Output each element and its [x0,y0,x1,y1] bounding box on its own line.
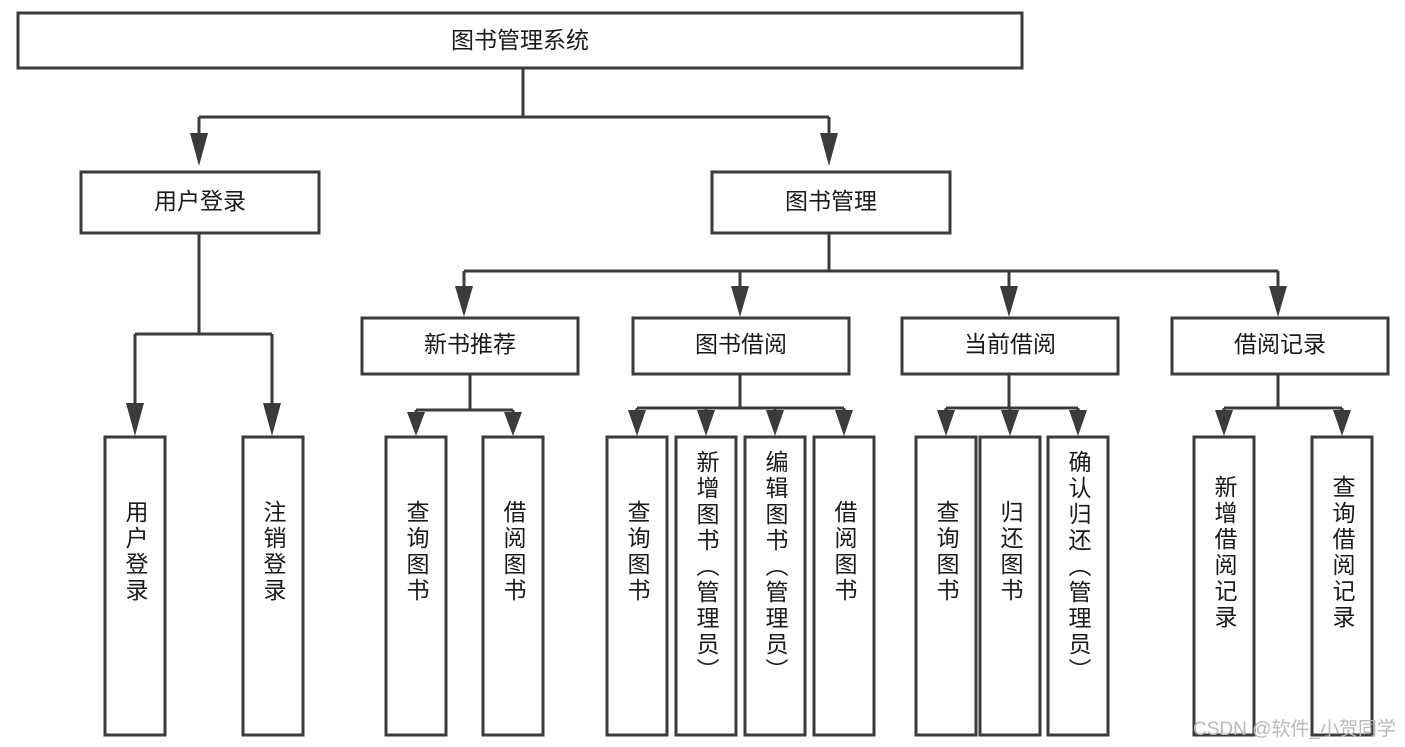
leaf-node-new-book-recommend-1[interactable]: 借阅图书 [481,435,545,737]
leaf-label-br-1: 查询借阅记录 [1329,475,1356,631]
leaf-box-cb-1[interactable] [978,435,1042,737]
leaf-label-nbr-1: 借阅图书 [500,500,527,604]
arrow-head-leaf-br-1 [1333,410,1351,436]
arrow-head-user-login [190,133,208,166]
arrow-head-leaf-bb-2 [766,410,784,436]
leaf-box-user-login-0[interactable] [103,435,167,737]
leaf-box-cb-2[interactable] [1046,435,1110,737]
arrow-head-leaf-cb-2 [1069,410,1087,436]
node-current-borrow-label: 当前借阅 [964,331,1056,357]
leaf-node-book-borrow-0[interactable]: 查询图书 [605,435,669,737]
arrow-head-new-book-recommend [455,286,473,317]
node-current-borrow[interactable]: 当前借阅 [900,316,1120,376]
node-new-book-recommend-label: 新书推荐 [424,331,516,357]
leaf-label-cb-2: 确认归还（管理员） [1065,450,1092,684]
connector-group-new-book-recommend [407,374,522,436]
leaf-node-book-borrow-2[interactable]: 编辑图书（管理员） [743,435,807,737]
arrow-head-leaf-user-login-0 [126,403,144,436]
leaf-label-cb-0: 查询图书 [933,500,960,604]
node-book-borrow-label: 图书借阅 [695,331,787,357]
connector-group-book-mgmt [455,234,1287,317]
node-book-borrow[interactable]: 图书借阅 [631,316,851,376]
arrow-head-book-borrow [731,286,749,317]
connector-group-book-borrow [628,374,853,436]
leaf-label-user-login-1: 注销登录 [260,500,287,604]
leaf-box-bb-0[interactable] [605,435,669,737]
connector-group-borrow-record [1215,374,1351,436]
node-user-login-label: 用户登录 [154,188,246,214]
leaf-label-bb-0: 查询图书 [624,500,651,604]
arrow-head-borrow-record [1269,286,1287,317]
arrow-head-leaf-bb-1 [697,410,715,436]
node-borrow-record-label: 借阅记录 [1234,331,1326,357]
leaf-label-cb-1: 归还图书 [997,500,1024,604]
node-borrow-record[interactable]: 借阅记录 [1170,316,1390,376]
leaf-box-cb-0[interactable] [914,435,978,737]
leaf-box-bb-3[interactable] [812,435,876,737]
leaf-box-bb-1[interactable] [674,435,738,737]
arrow-head-leaf-nbr-0 [407,412,425,436]
leaf-label-bb-1: 新增图书（管理员） [693,450,720,684]
leaf-node-borrow-record-0[interactable]: 新增借阅记录 [1192,435,1256,737]
arrow-head-leaf-bb-3 [835,410,853,436]
arrow-head-current-borrow [1000,286,1018,317]
node-borrow-record-box[interactable] [1170,316,1390,376]
leaf-node-borrow-record-1[interactable]: 查询借阅记录 [1310,435,1374,737]
node-new-book-recommend[interactable]: 新书推荐 [360,316,580,376]
node-user-login[interactable]: 用户登录 [79,170,321,235]
watermark-label: CSDN @软件_小贺同学 [1193,718,1396,740]
leaf-label-bb-2: 编辑图书（管理员） [762,450,789,684]
connector-group-current-borrow [937,374,1087,436]
node-book-borrow-box[interactable] [631,316,851,376]
node-book-management[interactable]: 图书管理 [710,170,952,235]
arrow-head-leaf-nbr-1 [504,412,522,436]
leaf-box-bb-2[interactable] [743,435,807,737]
leaf-box-br-0[interactable] [1192,435,1256,737]
arrow-head-leaf-cb-1 [1001,410,1019,436]
leaf-label-user-login-0: 用户登录 [122,500,149,604]
leaf-node-book-borrow-1[interactable]: 新增图书（管理员） [674,435,738,737]
leaf-label-bb-3: 借阅图书 [831,500,858,604]
leaf-box-nbr-0[interactable] [384,435,448,737]
leaf-box-br-1[interactable] [1310,435,1374,737]
node-root-box[interactable] [16,11,1024,70]
arrow-head-leaf-bb-0 [628,410,646,436]
leaf-node-current-borrow-1[interactable]: 归还图书 [978,435,1042,737]
leaf-node-user-login-1[interactable]: 注销登录 [241,435,305,737]
arrow-head-book-mgmt [820,133,838,166]
leaf-node-current-borrow-0[interactable]: 查询图书 [914,435,978,737]
arrow-head-leaf-br-0 [1215,410,1233,436]
leaf-label-nbr-0: 查询图书 [403,500,430,604]
leaf-label-br-0: 新增借阅记录 [1211,475,1238,631]
leaf-node-new-book-recommend-0[interactable]: 查询图书 [384,435,448,737]
leaf-box-user-login-1[interactable] [241,435,305,737]
node-book-management-box[interactable] [710,170,952,235]
node-user-login-box[interactable] [79,170,321,235]
node-root-book-management-system[interactable]: 图书管理系统 [16,11,1024,70]
connector-group-user-login [126,233,281,436]
node-new-book-recommend-box[interactable] [360,316,580,376]
node-current-borrow-box[interactable] [900,316,1120,376]
node-root-label: 图书管理系统 [451,27,589,53]
leaf-box-nbr-1[interactable] [481,435,545,737]
arrow-head-leaf-user-login-1 [263,403,281,436]
node-book-management-label: 图书管理 [785,188,877,214]
leaf-node-current-borrow-2[interactable]: 确认归还（管理员） [1046,435,1110,737]
connector-group-root [190,68,838,166]
leaf-node-book-borrow-3[interactable]: 借阅图书 [812,435,876,737]
leaf-node-user-login-0[interactable]: 用户登录 [103,435,167,737]
arrow-head-leaf-cb-0 [937,410,955,436]
